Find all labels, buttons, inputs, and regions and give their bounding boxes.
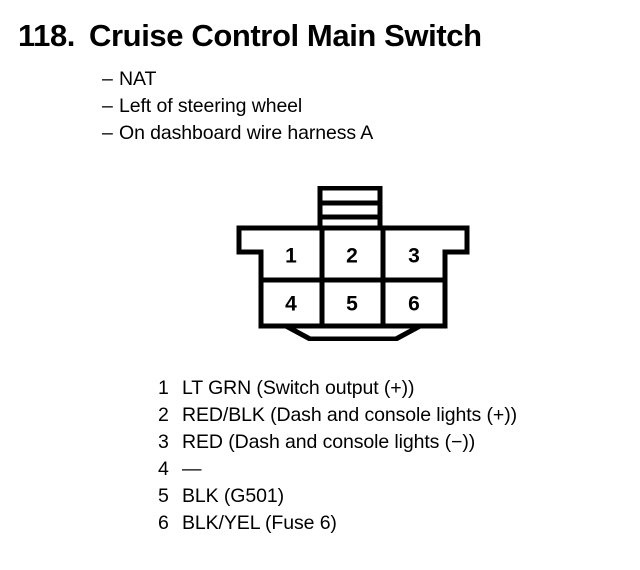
subtitle-item-label: NAT bbox=[119, 68, 157, 90]
page-title-number: 118. bbox=[18, 18, 76, 53]
pin-legend-label: RED/BLK (Dash and console lights (+)) bbox=[182, 404, 517, 426]
pin-legend-number: 6 bbox=[158, 512, 169, 534]
subtitle-item: – NAT bbox=[102, 66, 373, 93]
pin-number-4: 4 bbox=[285, 293, 297, 316]
pin-number-5: 5 bbox=[346, 293, 358, 316]
bullet-dash-icon: – bbox=[102, 122, 113, 144]
subtitle-list: – NAT – Left of steering wheel – On dash… bbox=[102, 66, 373, 147]
pin-legend-row: 4 — bbox=[158, 456, 517, 483]
pin-legend-list: 1 LT GRN (Switch output (+)) 2 RED/BLK (… bbox=[158, 375, 517, 537]
pin-legend-number: 5 bbox=[158, 485, 169, 507]
pin-legend-row: 2 RED/BLK (Dash and console lights (+)) bbox=[158, 402, 517, 429]
pin-number-2: 2 bbox=[346, 245, 358, 268]
latch-tab-icon bbox=[317, 186, 383, 233]
pin-legend-row: 6 BLK/YEL (Fuse 6) bbox=[158, 510, 517, 537]
pin-legend-label: RED (Dash and console lights (−)) bbox=[182, 431, 476, 453]
subtitle-item: – On dashboard wire harness A bbox=[102, 120, 373, 147]
pin-legend-label: LT GRN (Switch output (+)) bbox=[182, 377, 415, 399]
page-title-text: Cruise Control Main Switch bbox=[89, 18, 482, 53]
bullet-dash-icon: – bbox=[102, 95, 113, 117]
subtitle-item-label: On dashboard wire harness A bbox=[119, 122, 374, 144]
pin-legend-number: 2 bbox=[158, 404, 169, 426]
connector-diagram: 1 2 3 4 5 6 bbox=[228, 186, 478, 341]
pin-legend-row: 1 LT GRN (Switch output (+)) bbox=[158, 375, 517, 402]
pin-number-6: 6 bbox=[408, 293, 420, 316]
pin-legend-number: 4 bbox=[158, 458, 169, 480]
subtitle-item-label: Left of steering wheel bbox=[119, 95, 303, 117]
subtitle-item: – Left of steering wheel bbox=[102, 93, 373, 120]
pin-legend-number: 1 bbox=[158, 377, 169, 399]
bullet-dash-icon: – bbox=[102, 68, 113, 90]
pin-legend-label: BLK (G501) bbox=[182, 485, 284, 507]
pin-number-3: 3 bbox=[408, 245, 420, 268]
pin-legend-row: 5 BLK (G501) bbox=[158, 483, 517, 510]
pin-legend-label: — bbox=[182, 458, 202, 480]
pin-legend-row: 3 RED (Dash and console lights (−)) bbox=[158, 429, 517, 456]
page-title: 118. Cruise Control Main Switch bbox=[18, 18, 622, 54]
pin-legend-number: 3 bbox=[158, 431, 169, 453]
connector-body-outline bbox=[236, 225, 470, 341]
pin-legend-label: BLK/YEL (Fuse 6) bbox=[182, 512, 337, 534]
pin-number-1: 1 bbox=[285, 245, 297, 268]
